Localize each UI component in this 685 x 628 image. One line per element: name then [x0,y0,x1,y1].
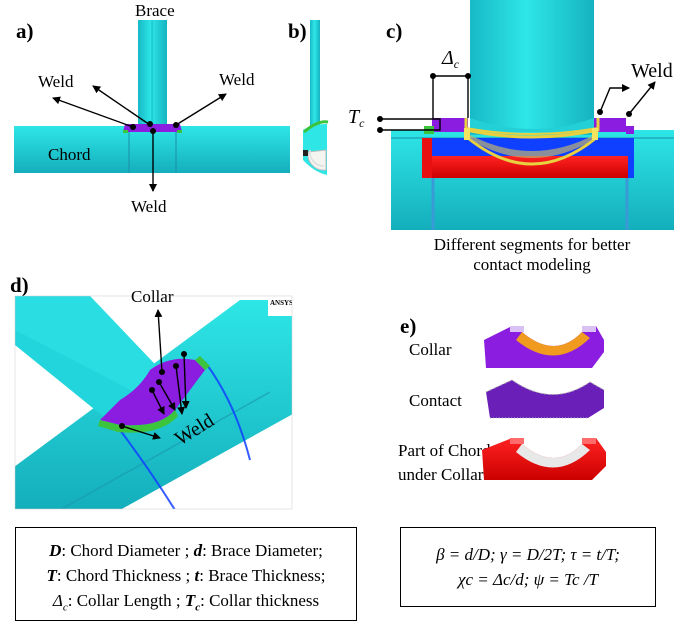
weld-label-c: Weld [631,60,673,82]
e-row-contact-label: Contact [409,391,462,410]
e-row-chord-label-2: under Collar [398,465,484,484]
legend-right-line-1: β = d/D; γ = D/2T; τ = t/T; [436,545,620,564]
tc-label: Tc [348,106,365,130]
weld-arrows-a [52,85,227,192]
panel-e-letter: e) [400,314,416,338]
delta-c-label: Δc [441,47,460,71]
brace-tube-b [310,20,320,128]
collar-label-d: Collar [131,287,174,306]
legend-left-line-1: D: Chord Diameter ; d: Brace Diameter; [49,541,323,560]
legend-left-line-3: Δc: Collar Length ; Tc: Collar thickness [52,591,320,614]
panel-c-caption-2: contact modeling [473,255,591,274]
svg-text:ANSYS: ANSYS [270,299,293,307]
weld-label-bottom: Weld [131,197,167,216]
brace-label: Brace [135,1,175,20]
weld-label-left: Weld [38,72,74,91]
collar-right-c [594,118,626,132]
panel-c-letter: c) [386,19,402,43]
chord-label: Chord [48,145,91,164]
panel-e: e) Collar Contact Part of Chord under Co… [398,314,606,484]
e-chord-part-shape [482,438,606,480]
legend-left-box: D: Chord Diameter ; d: Brace Diameter; T… [15,527,357,621]
e-contact-shape [485,379,605,419]
e-row-chord-label-1: Part of Chord [398,441,491,460]
panel-d: d) ANSYS Collar Weld [10,273,293,510]
weld-arrows-c [599,81,656,115]
panel-c: c) Δc Tc Weld [348,0,674,274]
weld-label-right: Weld [219,70,255,89]
panel-a: a) Brace Chord Weld Weld Weld [14,1,290,216]
panel-a-letter: a) [16,19,34,43]
panel-b-letter: b) [288,19,307,43]
legend-right-line-2: χc = Δc/d; ψ = Tc /T [457,570,599,589]
chord-under-collar-c [432,156,628,178]
panel-d-letter: d) [10,273,29,297]
e-collar-shape [484,326,604,368]
chord-tube [14,126,290,173]
collar-left-c [432,118,468,132]
collar-a [123,124,182,132]
legend-right-box: β = d/D; γ = D/2T; τ = t/T; χc = Δc/d; ψ… [400,527,656,607]
ansys-logo [268,298,292,316]
legend-left-line-2: T: Chord Thickness ; t: Brace Thickness; [46,566,326,585]
arrows-d [121,309,190,440]
brace-tube-c [470,0,594,135]
panel-c-caption-1: Different segments for better [434,235,631,254]
e-row-collar-label: Collar [409,340,452,359]
panel-b: b) [288,19,329,175]
tc-dimension [380,118,441,131]
delta-c-dimension [432,75,469,118]
